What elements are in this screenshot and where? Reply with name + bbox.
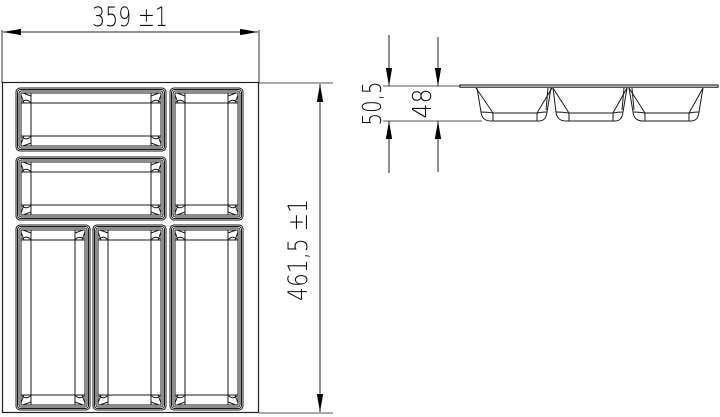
profile-well-3 [628,87,704,122]
compartment-bottom-left [15,224,91,411]
depth-dimension-label: 461,5 ±1 [283,199,314,301]
overall-height-label: 50,5 [358,82,388,126]
compartment-bottom-right [169,224,244,411]
compartment-top-left-lower [15,156,167,221]
inner-height-dimension: 48 [408,37,442,172]
width-dimension-label: 359 ±1 [92,2,168,33]
compartment-top-left-upper [15,87,167,152]
width-dimension: 359 ±1 [1,2,260,83]
depth-dimension: 461,5 ±1 [259,82,333,414]
inner-height-label: 48 [408,89,438,119]
tray-outline [1,81,260,414]
tray-profile [459,84,719,122]
profile-well-1 [475,87,553,122]
overall-height-dimension: 50,5 [358,35,393,173]
compartment-top-right [169,87,244,221]
profile-well-2 [552,87,628,122]
compartment-bottom-middle [92,224,167,411]
compartments [15,87,244,411]
side-view: 50,5 48 [358,35,719,173]
top-view: 359 ±1 461,5 ±1 [1,2,333,414]
